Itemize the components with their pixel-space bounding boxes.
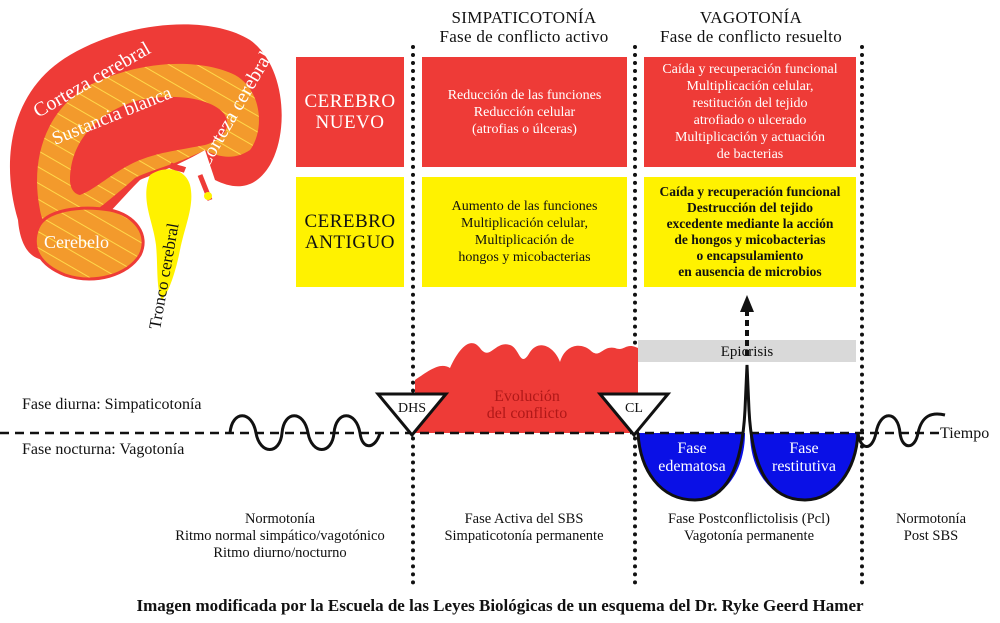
divider-dhs [411, 45, 415, 585]
restitutiva-label-2: restitutiva [772, 458, 836, 475]
edematosa-label-2: edematosa [658, 458, 726, 475]
cell-nuevo-activo: Reducción de las funciones Reducción cel… [422, 57, 627, 167]
header-title: SIMPATICOTONÍA [451, 8, 597, 27]
evolucion-label-2: del conflicto [487, 405, 567, 422]
wave-normotonia-left [228, 414, 382, 451]
pcla-trough [638, 433, 745, 500]
epicrisis-arrow [740, 295, 754, 312]
cell-antiguo-resuelto: Caída y recuperación funcional Destrucci… [644, 177, 856, 287]
header-sympathicotonia: SIMPATICOTONÍA Fase de conflicto activo [420, 8, 628, 46]
tiempo-label: Tiempo [940, 425, 989, 442]
desc-fase-activa: Fase Activa del SBS Simpaticotonía perma… [444, 511, 604, 544]
label-cerebelo: Cerebelo [44, 232, 109, 252]
header-vagotonia: VAGOTONÍA Fase de conflicto resuelto [640, 8, 862, 46]
divider-end [860, 45, 864, 585]
divider-cl [633, 45, 637, 585]
dhs-label: DHS [398, 401, 426, 416]
cell-antiguo-activo: Aumento de las funciones Multiplicación … [422, 177, 627, 287]
evolucion-label-1: Evolución [494, 388, 560, 405]
cell-nuevo-resuelto: Caída y recuperación funcional Multiplic… [644, 57, 856, 167]
restitutiva-label-1: Fase [789, 440, 818, 457]
row-label-cerebro-antiguo: CEREBRO ANTIGUO [296, 177, 404, 287]
pclb-label: Fase PclB [774, 415, 834, 431]
header-title: VAGOTONÍA [699, 8, 803, 27]
header-subtitle: Fase de conflicto activo [439, 27, 609, 46]
desc-normotonia: Normotonía Ritmo normal simpático/vagotó… [175, 511, 385, 561]
desc-post-sbs: Normotonía Post SBS [895, 511, 967, 544]
pcla-label: Fase PclA [662, 415, 723, 431]
edematosa-label-1: Fase [677, 440, 706, 457]
wave-normotonia-right [856, 412, 946, 448]
biphasic-diagram: Epicrisis Evolución del conflicto Fase P… [0, 295, 989, 502]
caption: Imagen modificada por la Escuela de las … [136, 596, 864, 615]
dhs-marker [374, 392, 450, 438]
row-label-cerebro-nuevo: CEREBRO NUEVO [296, 57, 404, 167]
cl-marker [596, 392, 672, 438]
desc-postconflicto: Fase Postconflictolisis (Pcl) Vagotonía … [668, 511, 830, 544]
pclb-trough [750, 433, 858, 500]
header-subtitle: Fase de conflicto resuelto [660, 27, 842, 46]
brain-illustration: Corteza cerebral Sustancia blanca Cortez… [9, 24, 282, 330]
label-fase-diurna: Fase diurna: Simpaticotonía [22, 396, 202, 413]
epicrisis-curve [636, 364, 860, 502]
conflict-evolution-area [415, 343, 638, 433]
label-fase-nocturna: Fase nocturna: Vagotonía [22, 441, 185, 458]
cl-label: CL [625, 401, 643, 416]
